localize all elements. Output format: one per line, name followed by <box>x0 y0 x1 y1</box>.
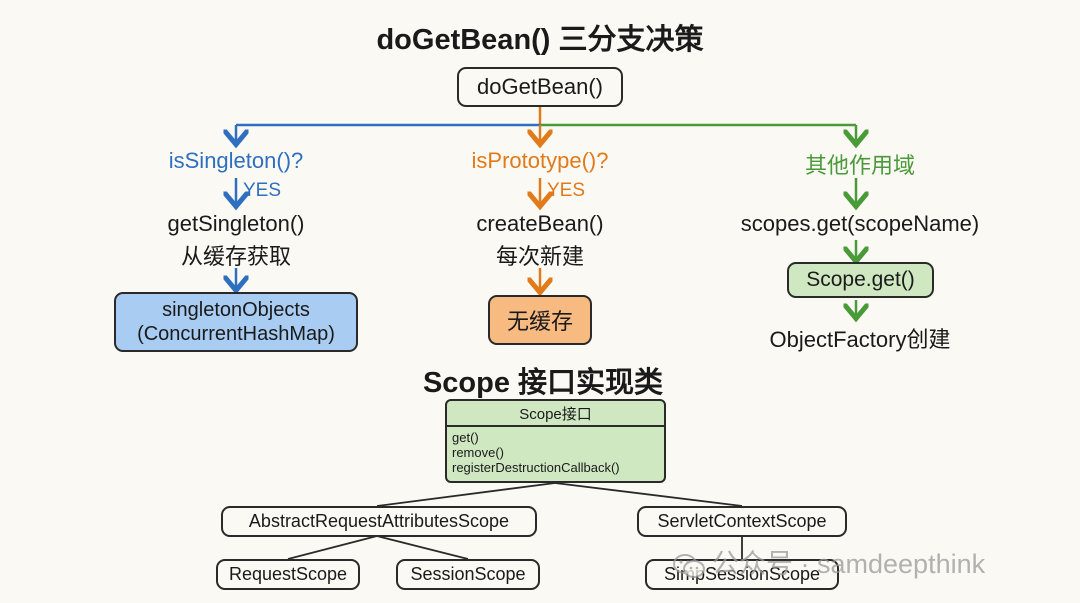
other-scope-label: 其他作用域 <box>804 153 916 178</box>
object-factory-label: ObjectFactory创建 <box>769 327 951 352</box>
scope-interface-name: Scope接口 <box>447 401 664 427</box>
scope-section-title: Scope 接口实现类 <box>422 367 664 399</box>
abstract-request-scope-node: AbstractRequestAttributesScope <box>221 506 537 537</box>
singleton-cache-type: (ConcurrentHashMap) <box>137 323 335 345</box>
singleton-cache-name: singletonObjects <box>162 299 310 321</box>
servlet-context-scope-node: ServletContextScope <box>637 506 847 537</box>
watermark: 公众号 · samdeepthink <box>672 542 985 581</box>
singleton-cache-box: singletonObjects (ConcurrentHashMap) <box>114 292 358 352</box>
prototype-condition: isPrototype()? <box>471 148 609 173</box>
singleton-desc: 从缓存获取 <box>180 244 292 269</box>
singleton-condition: isSingleton()? <box>168 148 304 173</box>
prototype-no-cache-box: 无缓存 <box>488 295 592 345</box>
root-node: doGetBean() <box>457 67 623 107</box>
request-scope-node: RequestScope <box>216 559 360 590</box>
singleton-call: getSingleton() <box>167 211 305 236</box>
watermark-text: 公众号 · samdeepthink <box>712 549 986 579</box>
singleton-yes-label: YES <box>242 180 282 201</box>
prototype-desc: 每次新建 <box>495 244 585 269</box>
scope-method-remove: remove() <box>452 445 505 460</box>
scope-get-box: Scope.get() <box>787 262 934 298</box>
prototype-yes-label: YES <box>546 180 586 201</box>
scope-method-get: get() <box>452 430 479 445</box>
session-scope-node: SessionScope <box>396 559 540 590</box>
other-scope-call: scopes.get(scopeName) <box>740 211 980 236</box>
scope-interface-box: Scope接口 get() remove() registerDestructi… <box>445 399 666 483</box>
prototype-call: createBean() <box>476 211 604 236</box>
scope-method-register: registerDestructionCallback() <box>452 460 620 475</box>
diagram-title: doGetBean() 三分支决策 <box>376 24 704 56</box>
wechat-icon <box>673 553 705 578</box>
